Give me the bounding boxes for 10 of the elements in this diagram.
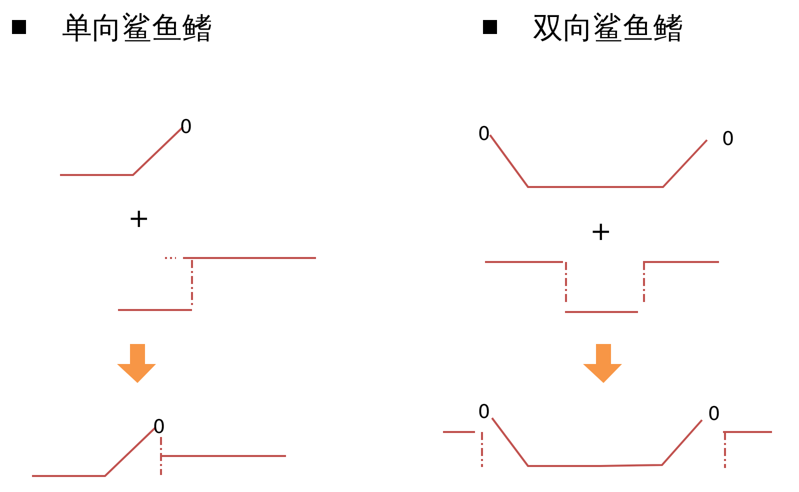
plus-sign: +: [590, 219, 612, 245]
plus-sign: +: [128, 206, 150, 232]
zero-label: 0: [708, 405, 720, 424]
heading: 双向鲨鱼鳍: [533, 14, 683, 44]
zero-label: 0: [722, 130, 734, 149]
zero-label: 0: [180, 118, 192, 137]
heading: 单向鲨鱼鳍: [62, 14, 212, 44]
zero-label: 0: [153, 418, 166, 437]
zero-label: 0: [478, 125, 490, 144]
zero-label: 0: [478, 403, 490, 422]
